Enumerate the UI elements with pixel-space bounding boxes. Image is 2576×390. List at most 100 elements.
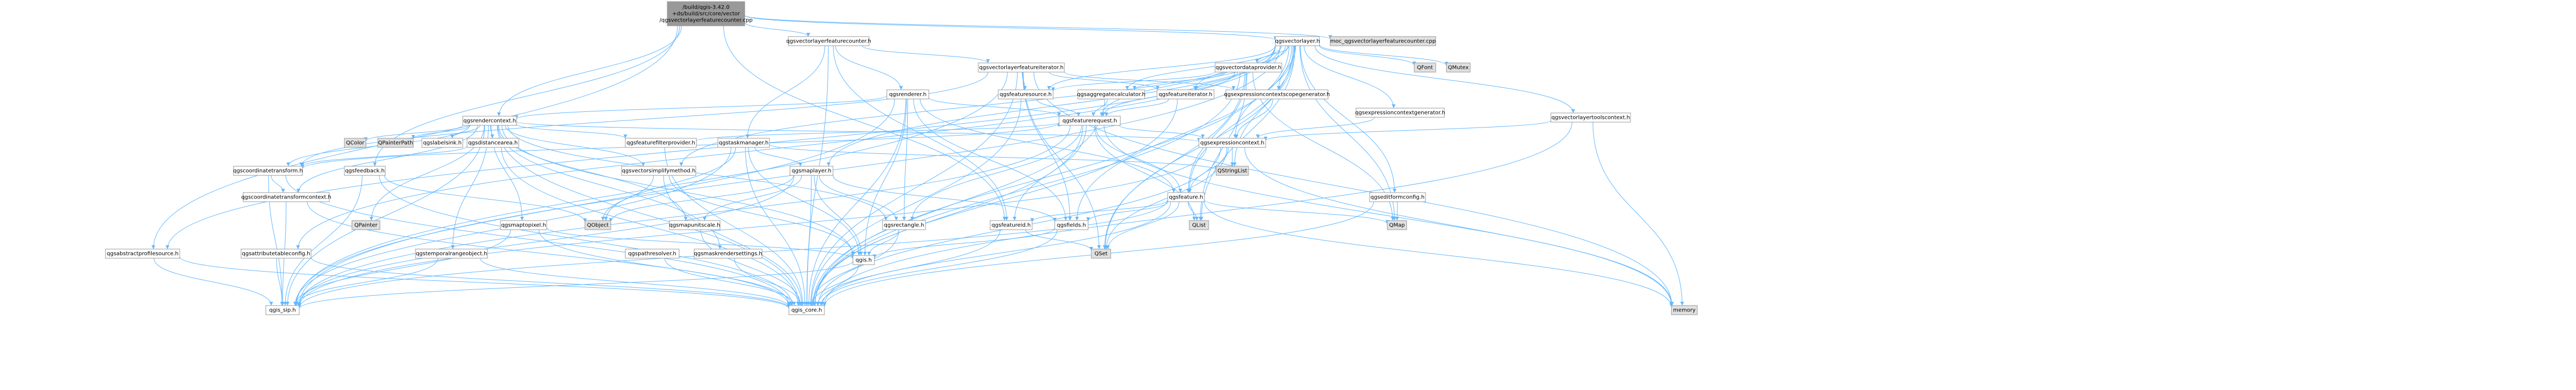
edge-qgsvectorlayertoolscontext_h-to-qgis_core_h <box>822 122 1572 306</box>
edge-qgsaggregatecalculator_h-to-qgis_core_h <box>811 98 1105 306</box>
node-qgseditformconfig_h[interactable]: qgseditformconfig.h <box>1369 192 1426 202</box>
node-qgslabelsink_h[interactable]: qgslabelsink.h <box>421 138 463 148</box>
node-qgsmaplayer_h[interactable]: qgsmaplayer.h <box>789 166 834 176</box>
edge-root-to-qgsvectorlayerfeaturecounter_h <box>744 22 810 37</box>
node-box <box>1054 220 1089 230</box>
edge-qgsrendercontext_h-to-qgis_h <box>502 125 855 257</box>
edge-qgsfields_h-to-qgis_h <box>872 228 1055 259</box>
node-label: QColor <box>346 140 365 146</box>
node-label: QPainterPath <box>378 140 413 146</box>
node-qgsvectorlayer_h[interactable]: qgsvectorlayer.h <box>1275 36 1320 46</box>
node-qgsmaptopixel_h[interactable]: qgsmaptopixel.h <box>500 220 547 230</box>
edge-qgsvectorlayerfeaturecounter_h-to-qgsrenderer_h <box>835 45 903 90</box>
node-qgsvectorsimplifymethod_h[interactable]: qgsvectorsimplifymethod.h <box>621 166 696 176</box>
node-box <box>467 138 519 148</box>
edge-qgsfeature_h-to-memory <box>1204 201 1674 308</box>
node-box <box>1671 305 1698 315</box>
edge-qgsrenderer_h-to-qgsrectangle_h <box>902 98 908 221</box>
node-qgsrenderer_h[interactable]: qgsrenderer.h <box>886 89 929 100</box>
edge-qgsmapunitscale_h-to-qgis_core_h <box>700 229 803 306</box>
node-moc_cpp: moc_qgsvectorlayerfeaturecounter.cpp <box>1330 36 1436 46</box>
node-qgsfeatureid_h[interactable]: qgsfeatureid.h <box>990 220 1033 230</box>
edge-qgsfeature_h-to-qgsfeatureid_h <box>1030 200 1168 222</box>
edge-qgstaskmanager_h-to-qgis_h <box>748 147 861 256</box>
node-qgsdistancearea_h[interactable]: qgsdistancearea.h <box>467 138 519 148</box>
node-label: qgsfeature.h <box>1169 195 1203 201</box>
node-label: qgsfeatureid.h <box>992 223 1031 229</box>
node-box <box>882 220 926 230</box>
edge-qgsmaplayer_h-to-qgis_h <box>814 175 863 256</box>
node-qgscoordinatetransformcontext_h[interactable]: qgscoordinatetransformcontext.h <box>241 192 331 202</box>
node-qgsexpressioncontext_h[interactable]: qgsexpressioncontext.h <box>1198 138 1266 148</box>
edge-qgsvectordataprovider_h-to-qgis_core_h <box>813 72 1240 306</box>
edge-qgscoordinatetransform_h-to-qgis_core_h <box>285 175 791 306</box>
node-box <box>344 138 366 148</box>
node-qgsattributetableconfig_h[interactable]: qgsattributetableconfig.h <box>241 249 312 259</box>
node-qgsfeaturerequest_h[interactable]: qgsfeaturerequest.h <box>1058 116 1121 126</box>
node-qgsfeaturefilterprovider_h[interactable]: qgsfeaturefilterprovider.h <box>625 138 697 148</box>
node-qgsfeaturesource_h[interactable]: qgsfeaturesource.h <box>998 89 1054 100</box>
node-qgsrectangle_h[interactable]: qgsrectangle.h <box>882 220 926 230</box>
node-qgsaggregatecalculator_h[interactable]: qgsaggregatecalculator.h <box>1077 89 1146 100</box>
node-memory: memory <box>1671 305 1698 315</box>
node-qgsabstractprofilesource_h[interactable]: qgsabstractprofilesource.h <box>105 249 180 259</box>
node-qgspathresolver_h[interactable]: qgspathresolver.h <box>625 249 680 259</box>
node-label: qgsexpressioncontextscopegenerator.h <box>1224 92 1330 98</box>
edge-qgsrenderer_h-to-qgsfields_h <box>913 98 1068 221</box>
node-qgsrendercontext_h[interactable]: qgsrendercontext.h <box>462 116 517 126</box>
node-qgsmapunitscale_h[interactable]: qgsmapunitscale.h <box>669 220 721 230</box>
node-label: qgsvectorsimplifymethod.h <box>622 168 696 174</box>
node-qgsvectorlayerfeatureiterator_h[interactable]: qgsvectorlayerfeatureiterator.h <box>978 62 1065 73</box>
node-label: qgsaggregatecalculator.h <box>1077 92 1145 98</box>
edge-qgsvectorlayertoolscontext_h-to-qgsexpressioncontext_h <box>1264 120 1551 141</box>
node-qgis_sip_h[interactable]: qgis_sip.h <box>265 305 300 315</box>
node-qgsmaskrendersettings_h[interactable]: qgsmaskrendersettings.h <box>694 249 763 259</box>
node-qgsfeature_h[interactable]: qgsfeature.h <box>1167 192 1205 202</box>
node-label: QMutex <box>1448 65 1469 71</box>
edge-qgsrendercontext_h-to-qgis_sip_h <box>285 125 485 306</box>
edge-qgsexpressioncontext_h-to-qgsfeature_h <box>1188 147 1229 193</box>
edge-qgsfeaturerequest_h-to-qgsfeature_h <box>1095 125 1182 193</box>
edge-qgsrenderer_h-to-qgsfeaturerequest_h <box>928 97 1061 117</box>
node-qgsvectordataprovider_h[interactable]: qgsvectordataprovider.h <box>1215 62 1282 73</box>
node-qgis_core_h[interactable]: qgis_core.h <box>788 305 825 315</box>
node-qgstaskmanager_h[interactable]: qgstaskmanager.h <box>717 138 770 148</box>
node-box <box>1446 62 1471 73</box>
edge-qgsrendercontext_h-to-qcolor <box>364 125 463 141</box>
edge-qgis_h-to-qgis_core_h <box>810 264 859 306</box>
edge-qgstaskmanager_h-to-qstringlist <box>769 144 1218 171</box>
node-qset: QSet <box>1091 249 1111 259</box>
edge-qgsvectorlayer_h-to-qgsfeaturerequest_h <box>1099 45 1286 117</box>
node-label: /qgsvectorlayerfeaturecounter.cpp <box>659 18 752 24</box>
node-qgsfields_h[interactable]: qgsfields.h <box>1054 220 1089 230</box>
node-qgsexpressioncontextgenerator_h[interactable]: qgsexpressioncontextgenerator.h <box>1355 108 1445 118</box>
node-qgscoordinatetransform_h[interactable]: qgscoordinatetransform.h <box>233 166 303 176</box>
edge-qgsrendercontext_h-to-qgscoordinatetransformcontext_h <box>297 125 478 193</box>
node-box <box>1275 36 1320 46</box>
edge-qgis_h-to-qgis_sip_h <box>297 261 853 309</box>
node-qcolor: QColor <box>344 138 366 148</box>
edge-root-to-qgsfeatureid_h <box>723 25 1007 221</box>
edge-qgstaskmanager_h-to-qgis_core_h <box>745 147 807 306</box>
node-label: qgslabelsink.h <box>423 140 462 146</box>
node-box <box>852 255 875 265</box>
edge-qgspathresolver_h-to-qgis_core_h <box>664 258 796 306</box>
node-qgsfeatureiterator_h[interactable]: qgsfeatureiterator.h <box>1156 89 1215 100</box>
edge-root-to-moc_cpp <box>744 15 1332 39</box>
edge-qgstemporalrangeobject_h-to-qgis_sip_h <box>294 258 439 306</box>
node-box <box>1058 116 1121 126</box>
node-qgis_h[interactable]: qgis.h <box>852 255 875 265</box>
node-qgsvectorlayerfeaturecounter_h[interactable]: qgsvectorlayerfeaturecounter.h <box>786 36 871 46</box>
node-box <box>500 220 547 230</box>
edge-qgsvectorlayerfeatureiterator_h-to-memory <box>1033 72 1674 306</box>
node-qgsvectorlayertoolscontext_h[interactable]: qgsvectorlayertoolscontext.h <box>1550 112 1631 123</box>
edge-qgsfeaturerequest_h-to-qgsrectangle_h <box>910 125 1082 221</box>
edge-qgsfeature_h-to-qgis_core_h <box>820 201 1171 306</box>
node-qgstemporalrangeobject_h[interactable]: qgstemporalrangeobject.h <box>415 249 488 259</box>
node-qpainter: QPainter <box>351 220 380 230</box>
node-qgsfeedback_h[interactable]: qgsfeedback.h <box>344 166 386 176</box>
edge-qgsfeedback_h-to-qgis_sip_h <box>283 175 363 306</box>
edge-qgsvectorlayerfeatureiterator_h-to-qgis_core_h <box>809 72 1018 306</box>
node-box <box>1414 62 1436 73</box>
node-qgsexpressioncontextscopegenerator_h[interactable]: qgsexpressioncontextscopegenerator.h <box>1224 89 1330 100</box>
